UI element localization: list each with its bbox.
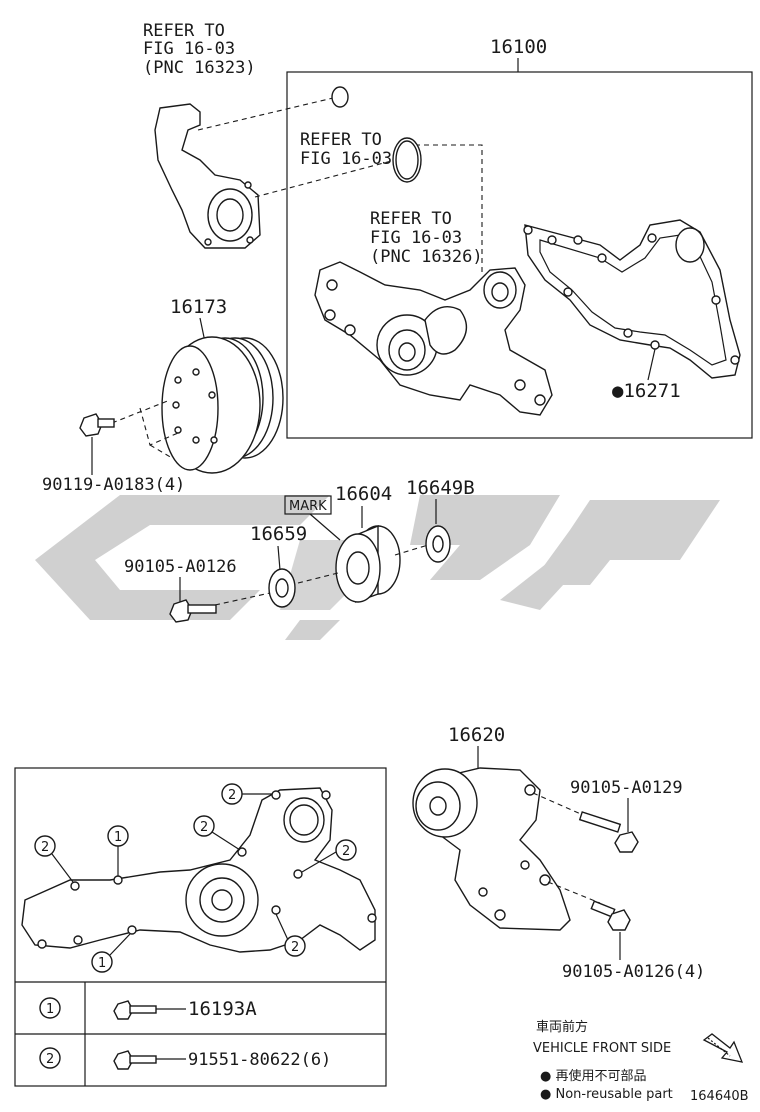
bolt-90105-a0126-4 (590, 900, 631, 931)
idler-pulley-16604 (335, 524, 401, 603)
nonreusable-jp: ● 再使用不可部品 (540, 1068, 646, 1084)
label-91551: 91551-80622(6) (188, 1050, 331, 1070)
assembly-box-16100 (286, 71, 753, 439)
front-side-jp: 車両前方 (536, 1019, 588, 1035)
plate-16659 (268, 568, 296, 608)
figure-code: 164640B (690, 1089, 749, 1104)
bolt-90119 (79, 413, 115, 437)
front-side-en: VEHICLE FRONT SIDE (533, 1041, 671, 1056)
label-16620: 16620 (448, 724, 505, 746)
pump-outline-detail (21, 787, 377, 955)
label-90105-a0129: 90105-A0129 (570, 778, 683, 798)
bolt-90105-a0126 (169, 599, 217, 623)
callout-2-mid: 2 (193, 815, 241, 851)
label-16659: 16659 (250, 523, 307, 545)
legend-row-2: 2 91551-80622(6) (39, 1047, 331, 1070)
svg-text:2: 2 (41, 840, 49, 855)
refer-low-line1: REFER TO (370, 209, 452, 229)
svg-text:2: 2 (291, 940, 299, 955)
bolt-location-detail-box (14, 767, 387, 1087)
refer-low-line2: FIG 16-03 (370, 228, 462, 248)
refer-top-line1: REFER TO (143, 21, 225, 41)
water-pump-pulley (161, 336, 284, 474)
svg-text:2: 2 (228, 788, 236, 803)
label-mark: MARK (289, 499, 327, 514)
label-90119: 90119-A0183(4) (42, 475, 185, 495)
callout-2-top: 2 (221, 783, 272, 805)
svg-text:1: 1 (46, 1002, 54, 1017)
label-16649b: 16649B (406, 477, 475, 499)
gasket-16271 (523, 219, 741, 379)
svg-text:2: 2 (200, 820, 208, 835)
refer-low-line3: (PNC 16326) (370, 247, 483, 267)
legend-row-1: 1 16193A (39, 997, 257, 1020)
label-16604: 16604 (335, 483, 392, 505)
callout-2-lower: 2 (275, 913, 306, 957)
label-90105-a0126: 90105-A0126 (124, 557, 237, 577)
plate-16649b (425, 525, 451, 563)
callout-2-right: 2 (301, 839, 357, 873)
mark-box (284, 495, 332, 515)
watermark-logo (35, 495, 720, 640)
label-16193a: 16193A (188, 998, 257, 1020)
nonreusable-en: ● Non-reusable part (540, 1087, 673, 1102)
callout-1-top: 1 (107, 825, 129, 876)
label-16100: 16100 (490, 36, 547, 58)
refer-mid-line1: REFER TO (300, 130, 382, 150)
refer-top-line3: (PNC 16323) (143, 58, 256, 78)
refer-top-line2: FIG 16-03 (143, 39, 235, 59)
callout-2-left: 2 (34, 835, 74, 883)
label-16173: 16173 (170, 296, 227, 318)
water-inlet-housing (154, 103, 261, 249)
callout-1-bottom: 1 (91, 933, 131, 973)
o-ring-small (331, 86, 349, 108)
svg-text:1: 1 (114, 830, 122, 845)
label-16271: ●16271 (612, 380, 681, 402)
water-pump-assembly (314, 261, 553, 416)
refer-mid-line2: FIG 16-03 (300, 149, 392, 169)
label-90105-a0126-4: 90105-A0126(4) (562, 962, 705, 982)
tensioner-assembly-16620 (412, 767, 571, 931)
svg-text:2: 2 (342, 844, 350, 859)
bolt-90105-a0129 (578, 811, 639, 853)
front-arrow-icon (702, 1033, 744, 1063)
svg-text:2: 2 (46, 1052, 54, 1067)
svg-text:1: 1 (98, 956, 106, 971)
